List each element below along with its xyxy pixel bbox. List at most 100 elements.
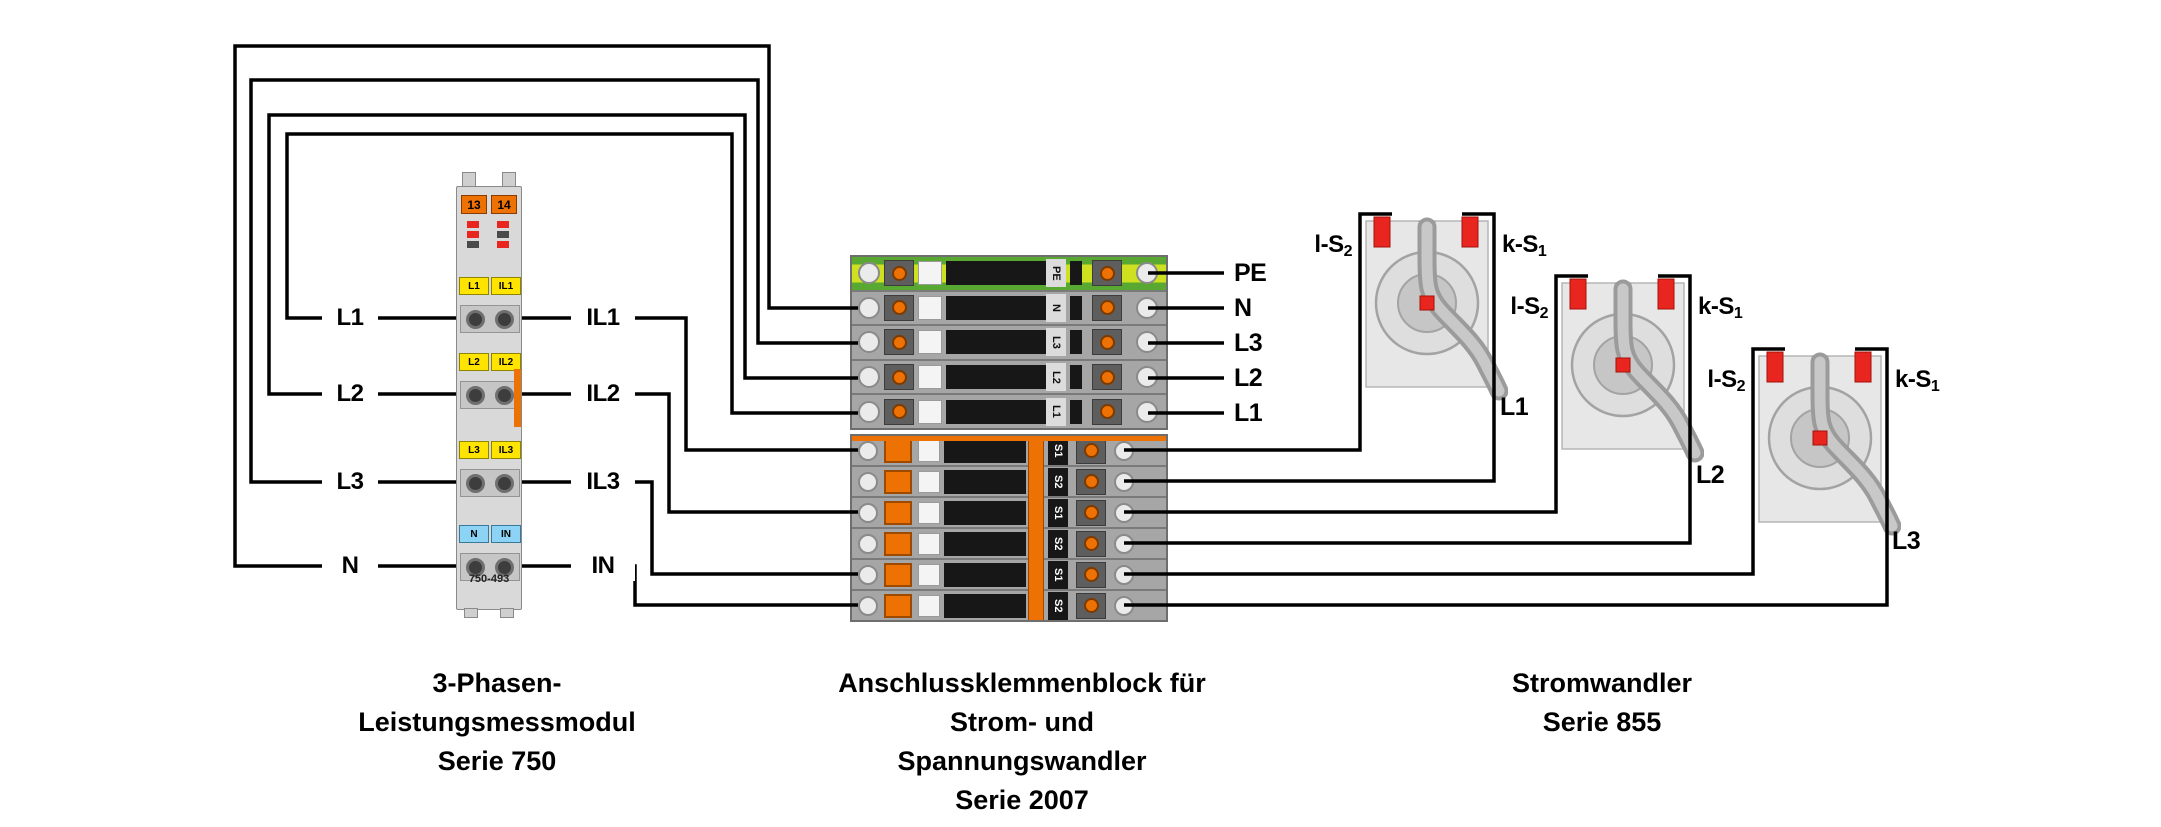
contact-dot bbox=[1083, 567, 1099, 582]
ct-graphic bbox=[1365, 216, 1509, 401]
terminal-contact bbox=[1076, 499, 1106, 526]
terminal-contact bbox=[884, 329, 914, 356]
terminal-contact bbox=[884, 294, 914, 321]
orange-strip bbox=[852, 436, 1166, 441]
terminal-sub: 2 bbox=[1736, 378, 1746, 395]
orange-lever bbox=[884, 500, 912, 525]
pusher-button bbox=[918, 501, 940, 524]
label-il3: IL3 bbox=[491, 441, 521, 459]
mount-foot bbox=[500, 608, 514, 618]
terminal-contact bbox=[884, 260, 914, 287]
pusher-button bbox=[918, 261, 942, 286]
module-label-row: L3 IL3 bbox=[459, 441, 521, 459]
row-l1: L1 bbox=[852, 395, 1166, 428]
divider bbox=[1070, 399, 1082, 424]
contact-dot bbox=[891, 300, 907, 316]
terminal-text: l-S bbox=[1314, 231, 1344, 258]
power-measurement-module: 13 14 L1 IL1 L2 IL2 L3 IL3 bbox=[456, 172, 522, 618]
terminal-number-14: 14 bbox=[491, 195, 517, 214]
screw-terminal bbox=[495, 309, 514, 329]
terminal-s1 bbox=[1854, 351, 1872, 383]
part-number: 750-493 bbox=[468, 573, 510, 585]
input-label-l3: L3 bbox=[322, 467, 378, 497]
block-label-l1: L1 bbox=[1234, 398, 1263, 427]
contact-dot bbox=[1083, 443, 1099, 458]
current-row-2: S2 bbox=[852, 467, 1166, 498]
label-il2: IL2 bbox=[491, 353, 521, 371]
label-il1: IL1 bbox=[491, 277, 521, 295]
row-l3: L3 bbox=[852, 326, 1166, 361]
label-window bbox=[944, 438, 1026, 463]
divider bbox=[1070, 295, 1082, 320]
label-window bbox=[946, 261, 1046, 286]
caption-line: 3-Phasen-Leistungsmessmodul bbox=[358, 668, 636, 737]
terminal-contact bbox=[1092, 364, 1122, 391]
caption-line: Serie 750 bbox=[437, 746, 557, 776]
caption-line: Strom- und Spannungswandler bbox=[897, 707, 1147, 776]
caption-line: Stromwandler bbox=[1511, 668, 1693, 698]
label-window bbox=[946, 399, 1046, 424]
status-led bbox=[467, 241, 479, 248]
wire-l3-input bbox=[249, 78, 858, 484]
label-window bbox=[944, 593, 1026, 618]
primary-cable-core bbox=[1814, 356, 1898, 532]
wire-l1-input bbox=[285, 132, 858, 415]
row-l2: L2 bbox=[852, 360, 1166, 396]
orange-coding-stripe bbox=[514, 369, 521, 427]
terminal-sub: 1 bbox=[1930, 378, 1940, 395]
ct-graphic bbox=[1561, 278, 1705, 463]
primary-cable-core bbox=[1617, 283, 1701, 459]
module-label-row: L2 IL2 bbox=[459, 353, 521, 371]
terminal-contact bbox=[1076, 468, 1106, 495]
terminal-number-13: 13 bbox=[461, 195, 487, 214]
module-label-row: N IN bbox=[459, 525, 521, 543]
label-window bbox=[944, 562, 1026, 587]
wire-ct1-k bbox=[1124, 212, 1496, 483]
row-tag-l2: L2 bbox=[1046, 363, 1066, 392]
terminal-pair bbox=[460, 553, 520, 581]
terminal-pair bbox=[460, 381, 520, 409]
terminal-text: l-S bbox=[1707, 366, 1737, 393]
label-window bbox=[946, 365, 1046, 390]
clamp-opening bbox=[858, 595, 878, 616]
terminal-contact bbox=[1076, 561, 1106, 588]
screw-terminal bbox=[466, 385, 485, 405]
row-tag-s1: S1 bbox=[1048, 560, 1068, 589]
input-label-n: N bbox=[322, 551, 378, 581]
terminal-contact bbox=[884, 398, 914, 425]
clamp-opening bbox=[858, 502, 878, 523]
terminal-text: k-S bbox=[1895, 366, 1931, 393]
contact-dot bbox=[1083, 536, 1099, 551]
contact-dot bbox=[1083, 598, 1099, 613]
terminal-sub: 2 bbox=[1539, 305, 1549, 322]
terminal-contact bbox=[1092, 329, 1122, 356]
status-led bbox=[497, 221, 509, 228]
pusher-button bbox=[918, 399, 942, 424]
label-window bbox=[944, 469, 1026, 494]
pusher-button bbox=[918, 594, 940, 617]
current-transformer-l1 bbox=[1358, 207, 1509, 402]
row-tag-s1: S1 bbox=[1048, 498, 1068, 527]
status-led bbox=[467, 221, 479, 228]
orange-lever bbox=[884, 531, 912, 556]
wire-ct2-l bbox=[1124, 274, 1588, 514]
block-label-l2: L2 bbox=[1234, 363, 1263, 392]
caption-transformer: Stromwandler Serie 855 bbox=[1402, 664, 1802, 742]
pusher-button bbox=[918, 295, 942, 320]
status-led bbox=[467, 231, 479, 238]
output-label-in: IN bbox=[571, 551, 635, 581]
terminal-sub: 1 bbox=[1733, 305, 1743, 322]
label-l2: L2 bbox=[459, 353, 489, 371]
clamp-opening bbox=[858, 262, 880, 285]
screw-terminal bbox=[466, 557, 485, 577]
voltage-section: PE N L3 bbox=[850, 255, 1168, 430]
wire-ct3-l bbox=[1124, 347, 1785, 576]
output-label-il1: IL1 bbox=[571, 303, 635, 333]
label-n: N bbox=[459, 525, 489, 543]
row-tag-s2: S2 bbox=[1048, 467, 1068, 496]
block-label-pe: PE bbox=[1234, 258, 1267, 287]
ct1-phase-label: L1 bbox=[1500, 392, 1529, 421]
